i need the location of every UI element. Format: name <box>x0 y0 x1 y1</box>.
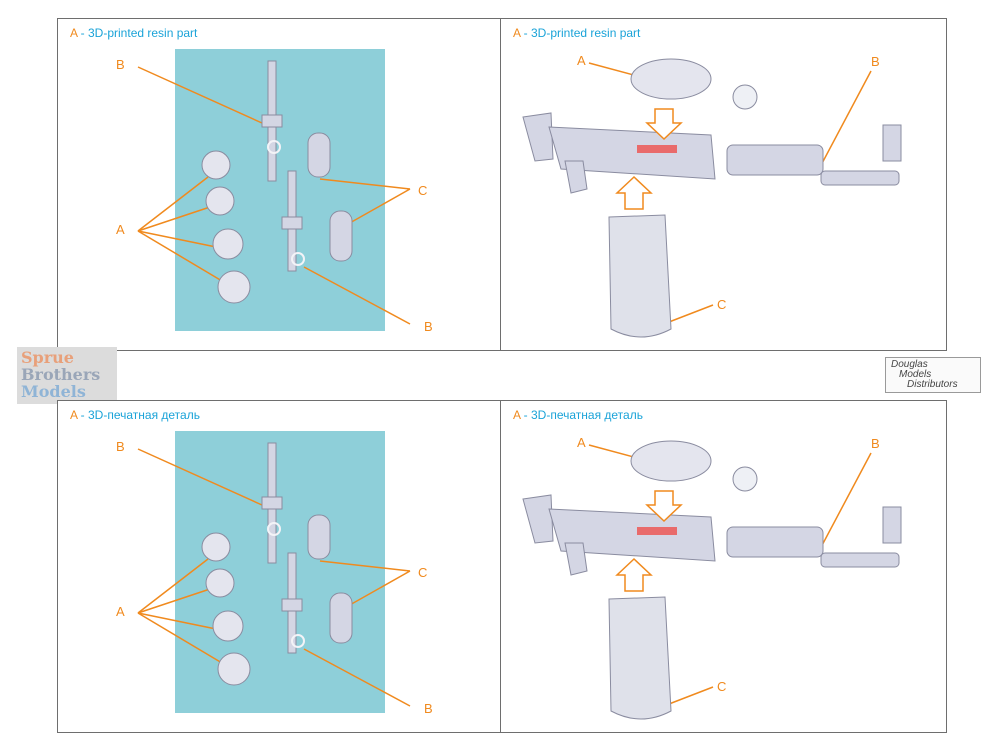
callout-c: C <box>717 297 727 312</box>
callout-b-upper: B <box>116 439 125 454</box>
callout-b: B <box>871 436 880 451</box>
callout-a: A <box>577 435 586 450</box>
panel-top-right: A - 3D-printed resin part A B C <box>500 18 947 351</box>
callout-c: C <box>418 565 428 580</box>
assembly-diagram <box>522 58 902 338</box>
panel-title: A - 3D-printed resin part <box>513 26 641 40</box>
callout-b-upper: B <box>116 57 125 72</box>
panel-top-left: A - 3D-printed resin part <box>57 18 502 351</box>
panel-bottom-right: A - 3D-печатная деталь A B C <box>500 400 947 733</box>
douglas-models-logo: Douglas Models Distributors <box>885 357 981 393</box>
callout-c: C <box>418 183 428 198</box>
callout-b-lower: B <box>424 701 433 716</box>
sprue-brothers-logo: Sprue Brothers Models <box>17 347 117 404</box>
panel-title: A - 3D-печатная деталь <box>70 408 200 422</box>
print-plate-diagram <box>137 431 411 713</box>
print-plate-background <box>175 49 385 331</box>
callout-a: A <box>116 222 125 237</box>
callout-a: A <box>577 53 586 68</box>
panel-bottom-left: A - 3D-печатная деталь <box>57 400 502 733</box>
callout-b: B <box>871 54 880 69</box>
panel-title: A - 3D-printed resin part <box>70 26 198 40</box>
panel-title: A - 3D-печатная деталь <box>513 408 643 422</box>
callout-a: A <box>116 604 125 619</box>
callout-b-lower: B <box>424 319 433 334</box>
assembly-diagram <box>522 440 902 720</box>
print-plate-diagram <box>137 49 411 331</box>
callout-c: C <box>717 679 727 694</box>
print-plate-background <box>175 431 385 713</box>
